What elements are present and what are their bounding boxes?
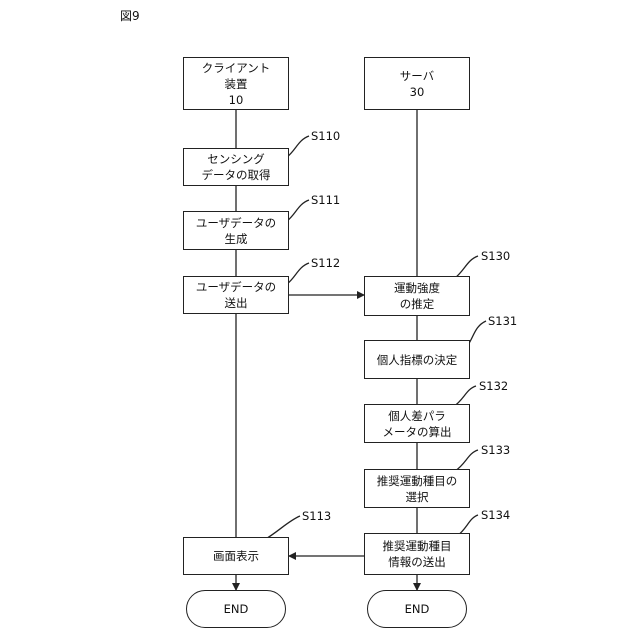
step-text-line1: ユーザデータの — [196, 215, 276, 231]
step-text-line1: 運動強度 — [394, 280, 440, 296]
step-box-s112: ユーザデータの 送出 — [183, 276, 289, 314]
leader-s111 — [287, 200, 309, 221]
step-text-line2: 送出 — [225, 295, 248, 311]
step-text-line2: データの取得 — [202, 167, 271, 183]
step-id-s134: S134 — [481, 508, 510, 522]
step-text-line1: 個人指標の決定 — [377, 352, 458, 368]
leader-s112 — [287, 263, 309, 284]
step-text-line2: 選択 — [406, 489, 429, 505]
step-text-line1: ユーザデータの — [196, 279, 276, 295]
step-box-s111: ユーザデータの 生成 — [183, 211, 289, 250]
step-text-line1: 推奨運動種目の — [377, 473, 458, 489]
step-id-s113: S113 — [302, 509, 331, 523]
step-text-line1: 画面表示 — [213, 548, 259, 564]
client-ref: 10 — [229, 92, 244, 108]
step-id-s130: S130 — [481, 249, 510, 263]
server-ref: 30 — [410, 84, 425, 100]
server-box: サーバ 30 — [364, 57, 470, 110]
step-text-line2: 情報の送出 — [388, 554, 446, 570]
step-box-s133: 推奨運動種目の 選択 — [364, 469, 470, 508]
step-box-s113: 画面表示 — [183, 537, 289, 575]
step-text-line1: 個人差パラ — [388, 408, 446, 424]
step-text-line1: 推奨運動種目 — [383, 538, 452, 554]
leader-s131 — [468, 321, 486, 345]
step-box-s130: 運動強度 の推定 — [364, 276, 470, 316]
step-box-s131: 個人指標の決定 — [364, 340, 470, 379]
leader-s133 — [455, 450, 478, 471]
end-label: END — [224, 601, 249, 617]
client-end-terminator: END — [186, 590, 286, 628]
server-name: サーバ — [400, 68, 434, 84]
client-device-box: クライアント 装置 10 — [183, 57, 289, 110]
step-id-s133: S133 — [481, 443, 510, 457]
step-id-s110: S110 — [311, 129, 340, 143]
client-name-line2: 装置 — [225, 76, 248, 92]
step-box-s134: 推奨運動種目 情報の送出 — [364, 533, 470, 575]
step-box-s132: 個人差パラ メータの算出 — [364, 404, 470, 443]
step-text-line2: 生成 — [225, 231, 248, 247]
step-id-s132: S132 — [479, 379, 508, 393]
client-name-line1: クライアント — [202, 60, 271, 76]
step-id-s111: S111 — [311, 193, 340, 207]
leader-s110 — [287, 136, 309, 157]
step-text-line2: の推定 — [400, 296, 435, 312]
step-id-s112: S112 — [311, 256, 340, 270]
end-label: END — [405, 601, 430, 617]
step-text-line1: センシング — [207, 151, 265, 167]
step-box-s110: センシング データの取得 — [183, 148, 289, 186]
leader-s130 — [455, 256, 478, 278]
step-id-s131: S131 — [488, 314, 517, 328]
server-end-terminator: END — [367, 590, 467, 628]
step-text-line2: メータの算出 — [383, 424, 452, 440]
